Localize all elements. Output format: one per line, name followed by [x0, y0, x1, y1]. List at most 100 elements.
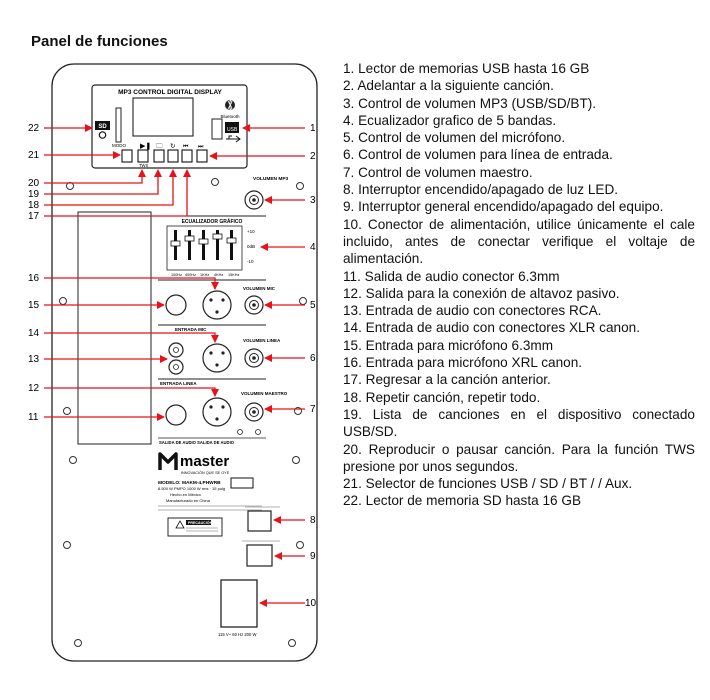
eq-scale-top: +10: [247, 229, 255, 234]
callout-15: 15: [28, 300, 40, 311]
eq-scale-mid: 0dB: [247, 244, 255, 249]
warning-label: [167, 517, 223, 537]
ecualizador-label: ECUALIZADOR GRÁFICO: [182, 218, 243, 225]
legend-item: 22. Lector de memoria SD hasta 16 GB: [343, 493, 582, 509]
volumen-maestro-knob[interactable]: [244, 402, 264, 422]
legend-item: 20. Reproducir o pausar canción. Para la…: [343, 441, 695, 474]
callout-5: 5: [310, 300, 316, 311]
callout-2: 2: [310, 151, 316, 162]
legend-item: 14. Entrada de audio con conectores XLR …: [343, 320, 640, 336]
usb-port: [211, 118, 223, 140]
left-callouts: 22 21 20 19 18 17 16 15 14 13 12 11: [28, 123, 219, 423]
brand-logo-icon: [158, 452, 178, 470]
legend-item: 6. Control de volumen para línea de entr…: [343, 147, 613, 163]
legend-item: 1. Lector de memorias USB hasta 16 GB: [343, 61, 590, 76]
callout-11: 11: [28, 412, 39, 423]
eq-scale-bottom: -10: [247, 259, 254, 264]
rca-bottom-jack[interactable]: [168, 359, 184, 375]
legend-item: 8. Interruptor encendido/apagado de luz …: [343, 182, 619, 198]
callout-14: 14: [28, 328, 40, 339]
eq-sliders[interactable]: [170, 230, 237, 260]
volumen-linea-label: VOLUMEN LINEA: [243, 338, 281, 343]
legend-item: 21. Selector de funciones USB / SD / BT …: [343, 476, 633, 492]
page-title: Panel de funciones: [31, 33, 168, 50]
right-callouts: 1 2 3 4 5 6 7 8 9 10: [209, 123, 317, 609]
folder-button[interactable]: [153, 149, 165, 163]
callout-16: 16: [28, 273, 40, 284]
salidas-label: SALIDA DE AUDIO SALIDA DE AUDIO: [159, 440, 235, 445]
legend-item: 15. Entrada para micrófono 6.3mm: [343, 337, 554, 353]
certification-mark: [230, 477, 254, 489]
eq-freq: 15KHz: [228, 273, 239, 277]
callout-19: 19: [28, 189, 40, 200]
mp3-display-module: MP3 CONTROL DIGITAL DISPLAY SD Bluetooth…: [91, 84, 248, 169]
mode-button[interactable]: [121, 149, 133, 163]
power-label: 115 V~ 60 Hz 200 W: [218, 632, 256, 637]
callout-22: 22: [28, 123, 40, 134]
play-pause-button[interactable]: [137, 149, 149, 163]
legend-item: 10. Conector de alimentación, utilice ún…: [343, 216, 695, 267]
legend-item: 12. Salida para la conexión de altavoz p…: [343, 285, 620, 301]
callout-21: 21: [28, 150, 40, 161]
brand-block: master INNOVACIÓN QUE SE OYE MODELO: MAK…: [158, 452, 262, 537]
equalizer: ECUALIZADOR GRÁFICO +10 0dB -10 100Hz 40…: [158, 215, 266, 277]
legend-item: 2. Adelantar a la siguiente canción.: [343, 78, 554, 94]
next-button[interactable]: [196, 149, 208, 163]
eq-freq: 400Hz: [185, 273, 196, 277]
callout-4: 4: [310, 242, 316, 253]
callout-7: 7: [310, 404, 316, 415]
volumen-linea-knob[interactable]: [244, 348, 264, 368]
callout-13: 13: [28, 354, 40, 365]
svg-text:🗀: 🗀: [156, 142, 163, 150]
mounting-holes: [59, 178, 307, 647]
sd-logo-label: SD: [98, 124, 107, 130]
lcd-screen: [132, 97, 194, 137]
legend-item: 16. Entrada para micrófono XRL canon.: [343, 355, 583, 371]
made-in: Hecho en México: [170, 492, 202, 497]
function-legend: 1. Lector de memorias USB hasta 16 GB 2.…: [343, 60, 695, 510]
callout-1: 1: [310, 123, 316, 134]
line-xlr-jack[interactable]: [202, 343, 232, 373]
legend-item: 11. Salida de audio conector 6.3mm: [343, 268, 560, 284]
callout-8: 8: [310, 515, 316, 526]
legend-item: 17. Regresar a la canción anterior.: [343, 372, 551, 388]
mic-xlr-jack[interactable]: [202, 290, 232, 320]
model-label: MODELO: MAKM-4.PHWRB: [158, 480, 221, 486]
output-6.3mm-jack[interactable]: [165, 404, 187, 426]
eq-freq: 100Hz: [171, 273, 182, 277]
panel-outline: [51, 63, 318, 662]
model-spec: 8.500 W PMPO 1000 W rms · 15 pulg: [158, 486, 225, 491]
output-section: VOLUMEN MAESTRO SALIDA DE AUDIO SALIDA D…: [158, 391, 288, 445]
display-header: MP3 CONTROL DIGITAL DISPLAY: [118, 89, 222, 96]
callout-12: 12: [28, 383, 40, 394]
power-connector[interactable]: [220, 579, 258, 628]
legend-item: 9. Interruptor general encendido/apagado…: [343, 199, 664, 215]
bluetooth-label: Bluetooth: [220, 114, 240, 119]
svg-text:↻: ↻: [170, 143, 176, 150]
volumen-mp3-knob[interactable]: VOLUMEN MP3: [244, 176, 289, 210]
callout-17: 17: [28, 211, 40, 222]
side-panel-frame: [77, 211, 152, 445]
mic-6.3mm-jack[interactable]: [165, 294, 187, 316]
volumen-mp3-label: VOLUMEN MP3: [253, 176, 289, 182]
manufactured-in: Manufacturado en China: [166, 498, 211, 503]
entrada-linea-label: ENTRADA LINEA: [160, 381, 197, 386]
volumen-mic-knob[interactable]: [244, 295, 264, 315]
rca-top-jack[interactable]: [168, 342, 184, 358]
led-switch[interactable]: [245, 506, 280, 532]
warning-text: PRECAUCIÓN: [188, 520, 213, 525]
repeat-button[interactable]: [167, 149, 179, 163]
warning-triangle-icon: [175, 520, 185, 529]
modo-label: MODO: [112, 143, 126, 148]
legend-item: 7. Control de volumen maestro.: [343, 164, 533, 180]
previous-button[interactable]: [181, 149, 193, 163]
power-switch[interactable]: [242, 540, 280, 567]
callout-3: 3: [310, 195, 316, 206]
legend-item: 19. Lista de canciones en el dispositivo…: [343, 406, 695, 440]
speaker-out-xlr-jack[interactable]: [202, 397, 232, 427]
svg-text:⏭: ⏭: [198, 144, 204, 150]
usb-icon: [225, 122, 239, 133]
eq-freq: 1KHz: [200, 273, 209, 277]
legend-item: 13. Entrada de audio con conectores RCA.: [343, 303, 602, 319]
